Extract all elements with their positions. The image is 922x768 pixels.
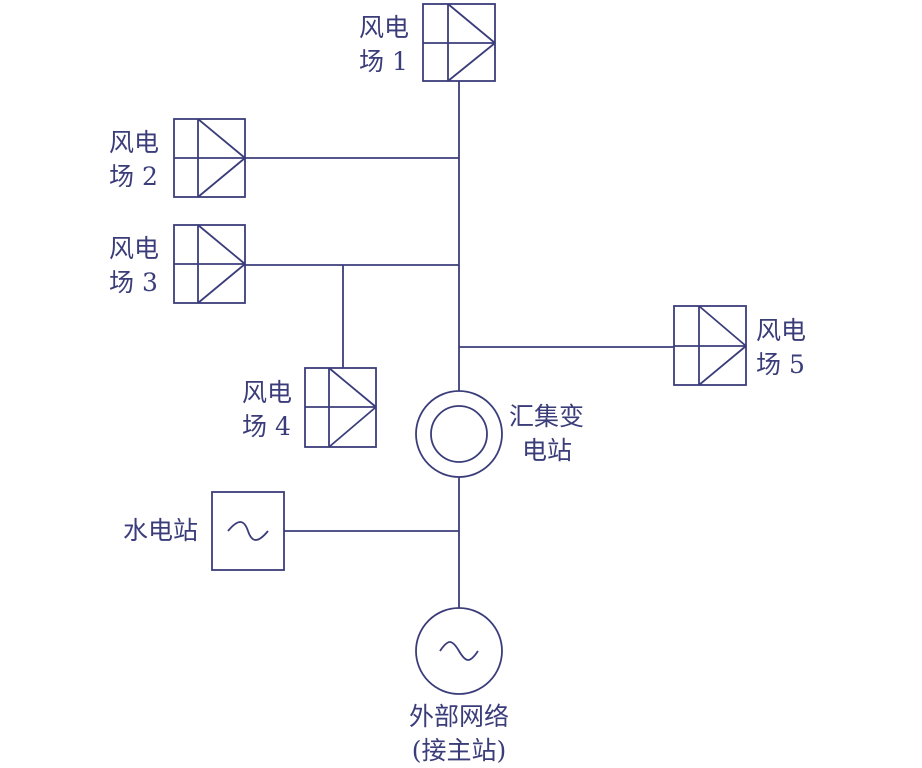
wind-farm-1-label-line1: 风电 [359,13,410,42]
wind-farm-2-label-line1: 风电 [109,128,160,157]
wind-farm-3-label-line2: 场 3 [109,268,158,297]
wind-farm-3-label-line1: 风电 [109,234,160,263]
external-grid-label: 外部网络 (接主站) [399,700,519,768]
wind-farm-3-label: 风电 场 3 [109,232,159,300]
hydro-station-label: 水电站 [123,514,198,548]
wind-farm-5-label-line2: 场 5 [756,350,805,379]
external-grid-label-line1: 外部网络 [408,702,509,731]
wind-farm-4-icon [304,367,377,448]
wind-farm-2-label: 风电 场 2 [109,126,159,194]
wind-farm-5-label-line1: 风电 [756,316,807,345]
wind-farm-2-icon [173,118,246,198]
wind-farm-1-label: 风电 场 1 [359,11,409,79]
substation-label-line1: 汇集变 [509,402,585,431]
external-grid-icon [415,607,503,695]
wind-farm-4-label-line1: 风电 [242,378,293,407]
substation-label: 汇集变 电站 [509,400,584,468]
wind-farm-3-icon [173,224,246,304]
substation-icon [415,390,503,478]
hydro-station-icon [211,491,285,571]
wind-farm-1-icon [422,3,496,82]
hydro-station-label-text: 水电站 [123,516,199,545]
wind-farm-1-label-line2: 场 1 [359,47,408,76]
wind-farm-2-label-line2: 场 2 [109,162,158,191]
substation-label-line2: 电站 [522,436,573,465]
external-grid-label-line2: (接主站) [411,736,507,765]
wind-farm-4-label: 风电 场 4 [242,376,292,444]
wind-farm-4-label-line2: 场 4 [242,412,291,441]
wind-farm-5-icon [673,305,747,386]
wind-farm-5-label: 风电 场 5 [756,314,806,382]
